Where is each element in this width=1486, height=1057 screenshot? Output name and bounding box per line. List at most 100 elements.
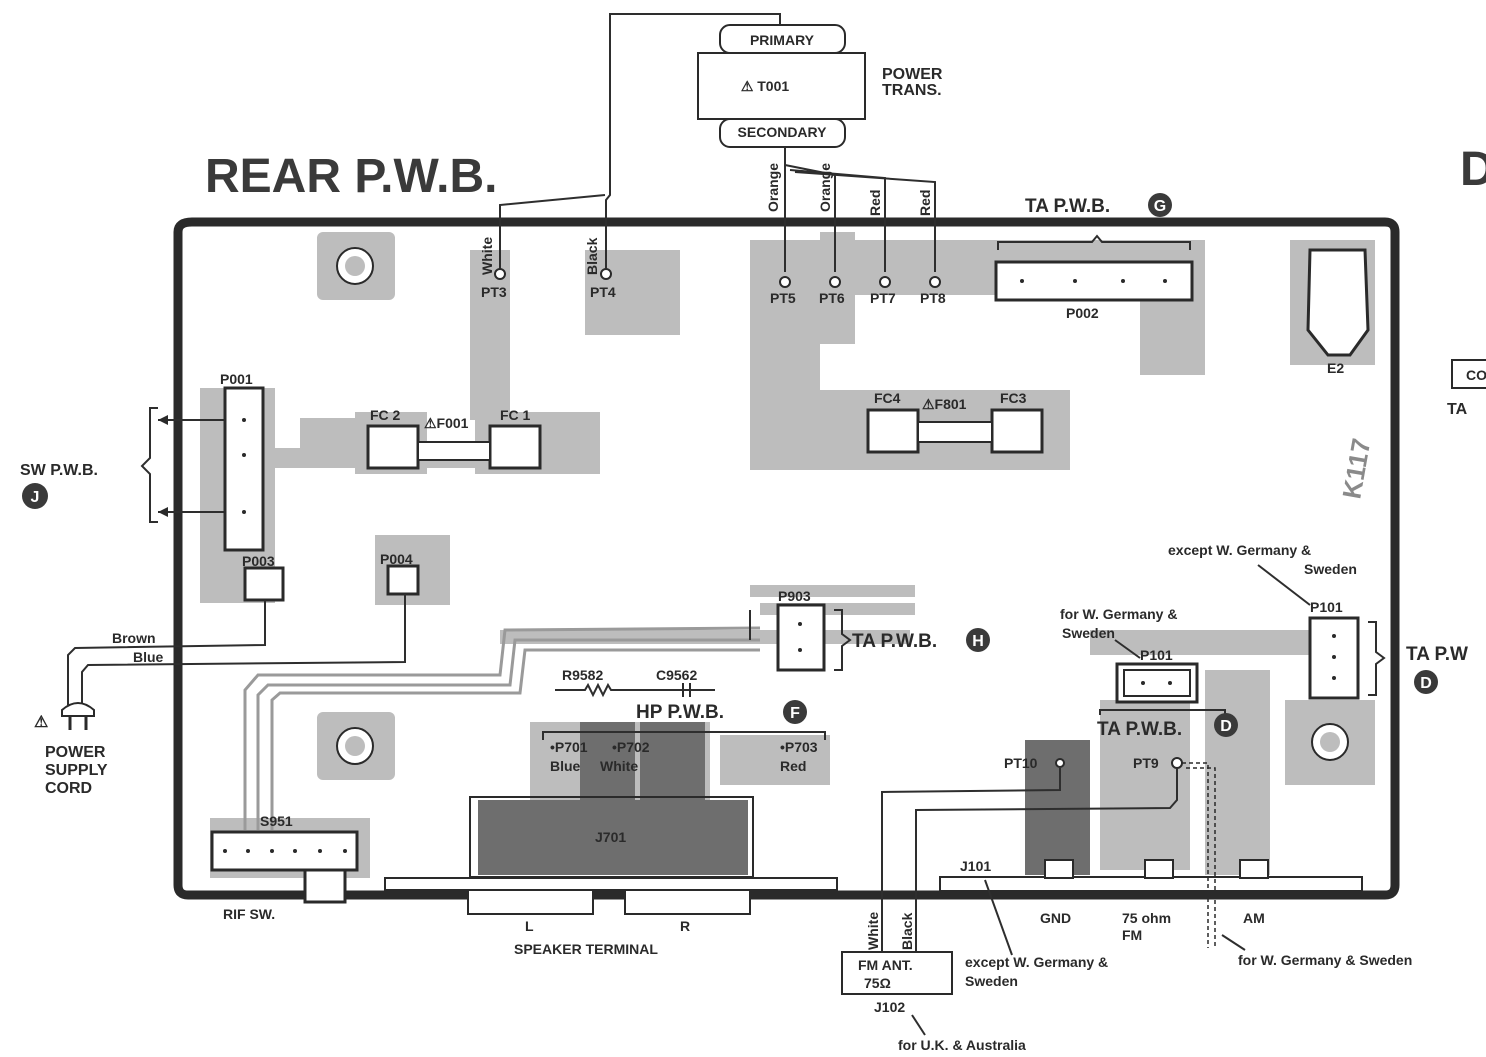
- s951-connector: [210, 830, 359, 872]
- secondary-label: SECONDARY: [738, 124, 828, 140]
- speaker-terminal-r: [624, 889, 751, 915]
- p903-connector: [776, 603, 826, 672]
- p903-label: P903: [778, 588, 811, 604]
- s951-label: S951: [260, 813, 293, 829]
- p701-color: Blue: [550, 758, 581, 774]
- p703-label: •P703: [780, 739, 818, 755]
- wire-red-2-label: Red: [917, 190, 933, 216]
- e2-label: E2: [1327, 360, 1344, 376]
- rear-panel-edge: [384, 877, 838, 891]
- pt4-label: PT4: [590, 284, 616, 300]
- wire-red-1-label: Red: [867, 190, 883, 216]
- k117-stamp: K117: [1336, 436, 1376, 501]
- wire-white-label: White: [479, 237, 495, 275]
- fm75-label-1: 75 ohm: [1122, 910, 1171, 926]
- right-co-box: [1451, 359, 1486, 389]
- ta-pwb-g-badge: [1148, 193, 1172, 217]
- wire-black-label: Black: [584, 237, 600, 275]
- f001-label: ⚠F001: [424, 415, 469, 431]
- r9582-label: R9582: [562, 667, 603, 683]
- fc3-holder: [990, 408, 1044, 454]
- fm-ant-label-2: 75Ω: [864, 975, 891, 991]
- title-right-fragment: D: [1460, 143, 1486, 196]
- wire-brown-label: Brown: [112, 630, 156, 646]
- pt8-label: PT8: [920, 290, 946, 306]
- ta-pwb-h-badge-letter: H: [972, 633, 984, 650]
- f801-fuse: [917, 421, 993, 443]
- for-ws-2: for W. Germany & Sweden: [1238, 952, 1412, 968]
- am-terminal: [1239, 859, 1269, 879]
- c9562-label: C9562: [656, 667, 697, 683]
- p101a-label: P101: [1140, 647, 1173, 663]
- p004-connector: [386, 564, 420, 596]
- test-points: [494, 268, 1183, 769]
- fc3-label: FC3: [1000, 390, 1027, 406]
- e2-terminal: [1306, 248, 1370, 357]
- t001-label: ⚠ T001: [741, 78, 790, 94]
- p703-color: Red: [780, 758, 806, 774]
- pt5-label: PT5: [770, 290, 796, 306]
- f801-label: ⚠F801: [922, 396, 967, 412]
- p702-color: White: [600, 758, 638, 774]
- ta-pwb-d1-badge-letter: D: [1220, 718, 1232, 735]
- fc1-label: FC 1: [500, 407, 531, 423]
- pt6-label: PT6: [819, 290, 845, 306]
- pt3-label: PT3: [481, 284, 507, 300]
- j102-label: J102: [874, 999, 905, 1015]
- j101-panel: [939, 876, 1363, 892]
- p101b-label: P101: [1310, 599, 1343, 615]
- power-cord-label-1: POWER: [45, 744, 106, 761]
- right-ta-label: TA: [1447, 401, 1468, 418]
- fm-ant-box: [841, 951, 953, 995]
- ta-pwb-h-badge: [966, 628, 990, 652]
- gnd-terminal: [1044, 859, 1074, 879]
- power-trans-label-1: POWER: [882, 66, 943, 83]
- j101-label: J101: [960, 858, 991, 874]
- j701-label: J701: [595, 829, 626, 845]
- ta-pwb-d2-badge: [1414, 670, 1438, 694]
- fc2-label: FC 2: [370, 407, 401, 423]
- pt7-label: PT7: [870, 290, 896, 306]
- hp-pwb-badge-letter: F: [790, 705, 800, 722]
- p001-label: P001: [220, 371, 253, 387]
- rif-sw-label: RIF SW.: [223, 906, 275, 922]
- board-outline: [173, 217, 1400, 900]
- wire-blue-label: Blue: [133, 649, 164, 665]
- wire-black-ant-label: Black: [899, 912, 915, 950]
- wire-orange-2-label: Orange: [817, 163, 833, 212]
- power-cord-label-3: CORD: [45, 780, 92, 797]
- transformer-wires: [499, 13, 936, 272]
- except-ws-1b: Sweden: [1304, 561, 1357, 577]
- gnd-label: GND: [1040, 910, 1071, 926]
- fc4-holder: [866, 408, 920, 454]
- power-cord-label-2: SUPPLY: [45, 762, 108, 779]
- right-co-label: CO: [1466, 367, 1486, 383]
- p004-label: P004: [380, 551, 413, 567]
- p002-label: P002: [1066, 305, 1099, 321]
- power-trans-label-2: TRANS.: [882, 82, 942, 99]
- for-ws-1a: for W. Germany &: [1060, 606, 1177, 622]
- hp-pwb-label: HP P.W.B.: [636, 702, 724, 723]
- ta-pwb-d2-badge-letter: D: [1420, 675, 1432, 692]
- hp-pwb-badge: [783, 700, 807, 724]
- except-ws-2b: Sweden: [965, 973, 1018, 989]
- page-title: REAR P.W.B.: [205, 150, 498, 203]
- am-label: AM: [1243, 910, 1265, 926]
- p002-connector: [994, 260, 1194, 302]
- except-ws-2a: except W. Germany &: [965, 954, 1108, 970]
- fc1-holder: [488, 424, 542, 470]
- fc4-label: FC4: [874, 390, 901, 406]
- f001-fuse: [417, 441, 491, 461]
- primary-label: PRIMARY: [750, 32, 815, 48]
- ta-pwb-h-label: TA P.W.B.: [852, 631, 937, 652]
- p003-connector: [243, 566, 285, 602]
- for-uk-australia: for U.K. & Australia: [898, 1037, 1026, 1053]
- p701-label: •P701: [550, 739, 588, 755]
- speaker-terminal-label: SPEAKER TERMINAL: [514, 941, 658, 957]
- ta-pwb-g-label: TA P.W.B.: [1025, 196, 1110, 217]
- sw-pwb-badge: [22, 483, 48, 509]
- speaker-terminal-l: [467, 889, 594, 915]
- fm75-label-2: FM: [1122, 927, 1142, 943]
- ta-pwb-d1-badge: [1214, 713, 1238, 737]
